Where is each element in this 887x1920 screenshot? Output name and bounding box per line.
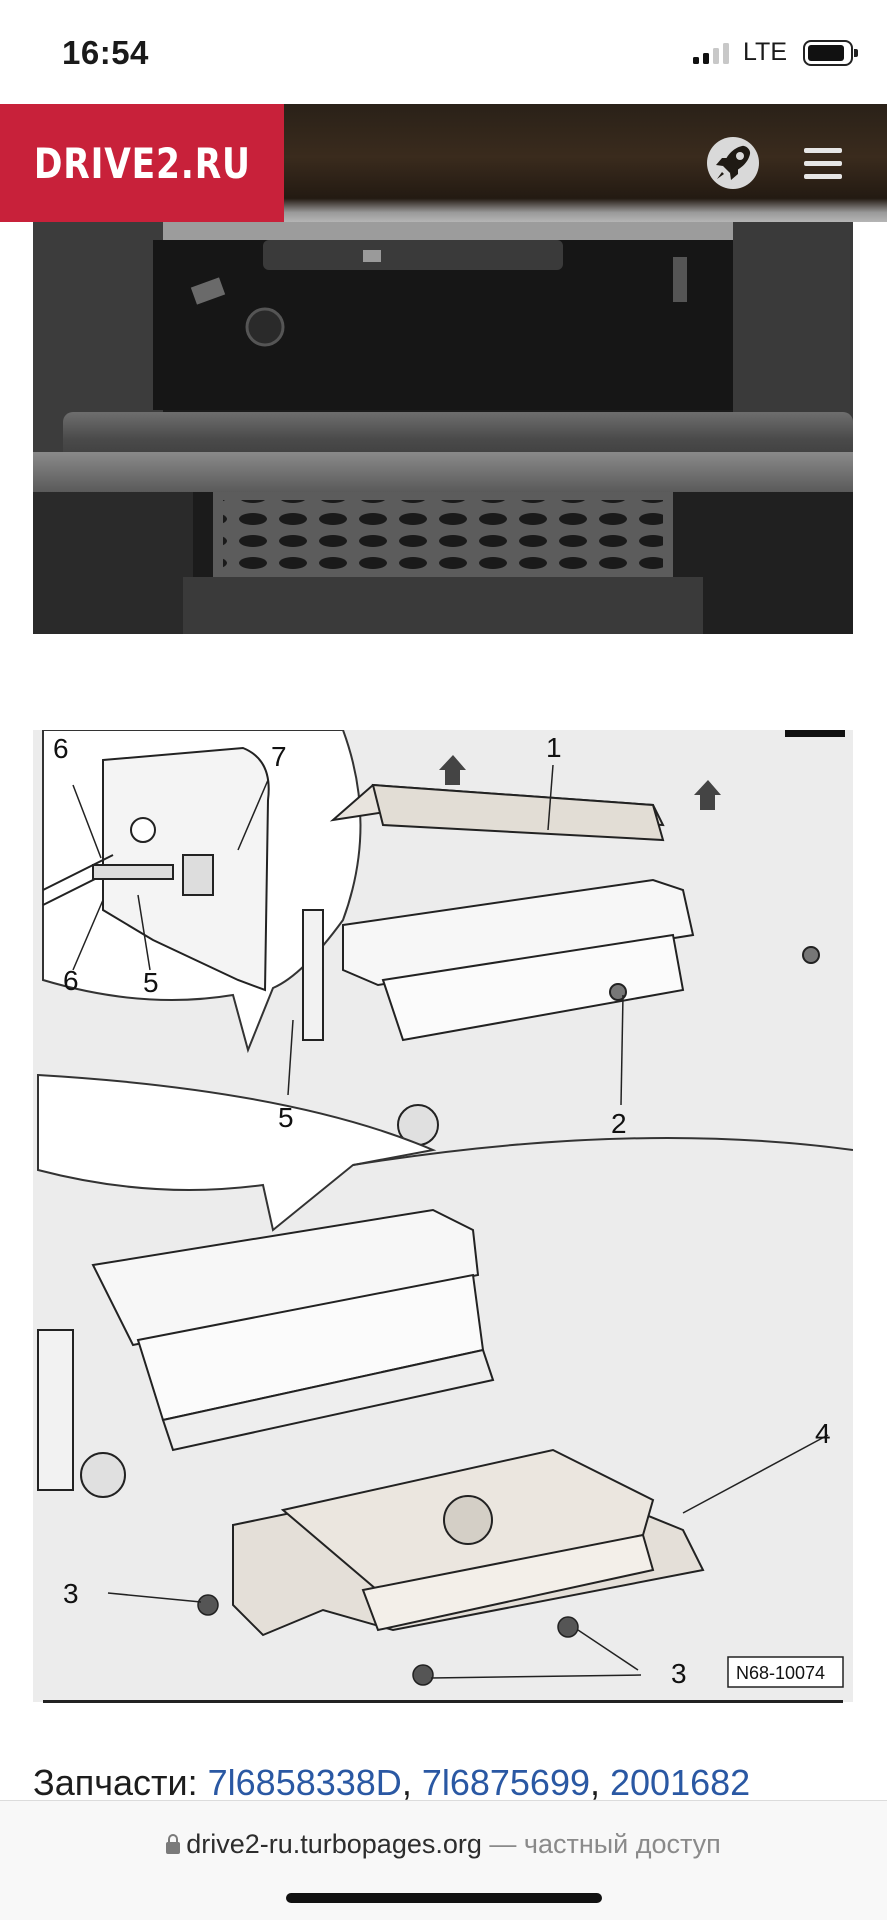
diagram-divider xyxy=(43,1700,843,1703)
callout-5: 5 xyxy=(278,1102,294,1133)
header-actions xyxy=(705,104,887,222)
menu-icon xyxy=(804,147,842,179)
home-indicator[interactable] xyxy=(286,1893,602,1903)
callout-3-right: 3 xyxy=(671,1658,687,1689)
lock-icon xyxy=(166,1834,181,1854)
status-bar: 16:54 LTE xyxy=(0,0,887,104)
address-bar[interactable]: drive2-ru.turbopages.org — частный досту… xyxy=(0,1829,887,1860)
rocket-icon xyxy=(707,137,759,189)
callout-6-bottom: 6 xyxy=(63,965,79,996)
part-link-2[interactable]: 7l6875699 xyxy=(421,1762,590,1803)
status-time: 16:54 xyxy=(62,34,149,71)
callout-5-detail: 5 xyxy=(143,967,159,998)
parts-separator: , xyxy=(590,1762,611,1803)
part-link-3[interactable]: 2001682 xyxy=(610,1762,751,1803)
parts-label: Запчасти: xyxy=(33,1762,208,1803)
callout-3-left: 3 xyxy=(63,1578,79,1609)
status-indicators: LTE xyxy=(693,38,858,67)
callout-1: 1 xyxy=(546,732,562,763)
diagram-code: N68-10074 xyxy=(736,1663,825,1683)
callout-2: 2 xyxy=(611,1108,627,1139)
glove-box-diagram-image: 6 7 1 6 5 2 5 4 3 3 N68-10074 xyxy=(33,730,853,1702)
rocket-button[interactable] xyxy=(705,135,761,191)
callout-7: 7 xyxy=(271,741,287,772)
network-type: LTE xyxy=(743,38,787,66)
header-background-photo xyxy=(284,104,887,222)
battery-icon xyxy=(803,39,858,66)
parts-separator: , xyxy=(401,1762,422,1803)
address-note: — частный доступ xyxy=(481,1829,721,1859)
browser-bottom-bar: drive2-ru.turbopages.org — частный досту… xyxy=(0,1800,887,1920)
callout-4: 4 xyxy=(815,1418,831,1449)
address-url: drive2-ru.turbopages.org xyxy=(186,1829,482,1859)
menu-button[interactable] xyxy=(795,135,851,191)
site-header: DRIVE2.RU xyxy=(0,104,887,222)
glove-box-photo[interactable] xyxy=(33,222,853,634)
part-link-1[interactable]: 7l6858338D xyxy=(207,1762,402,1803)
callout-6-top: 6 xyxy=(53,733,69,764)
glove-box-diagram[interactable]: 6 7 1 6 5 2 5 4 3 3 N68-10074 xyxy=(33,730,853,1702)
parts-line: Запчасти: 7l6858338D, 7l6875699, 2001682 xyxy=(33,1762,750,1804)
signal-icon xyxy=(693,42,729,64)
site-logo-text: DRIVE2.RU xyxy=(33,138,251,188)
site-logo[interactable]: DRIVE2.RU xyxy=(0,104,284,222)
glove-box-photo-image xyxy=(33,222,853,634)
